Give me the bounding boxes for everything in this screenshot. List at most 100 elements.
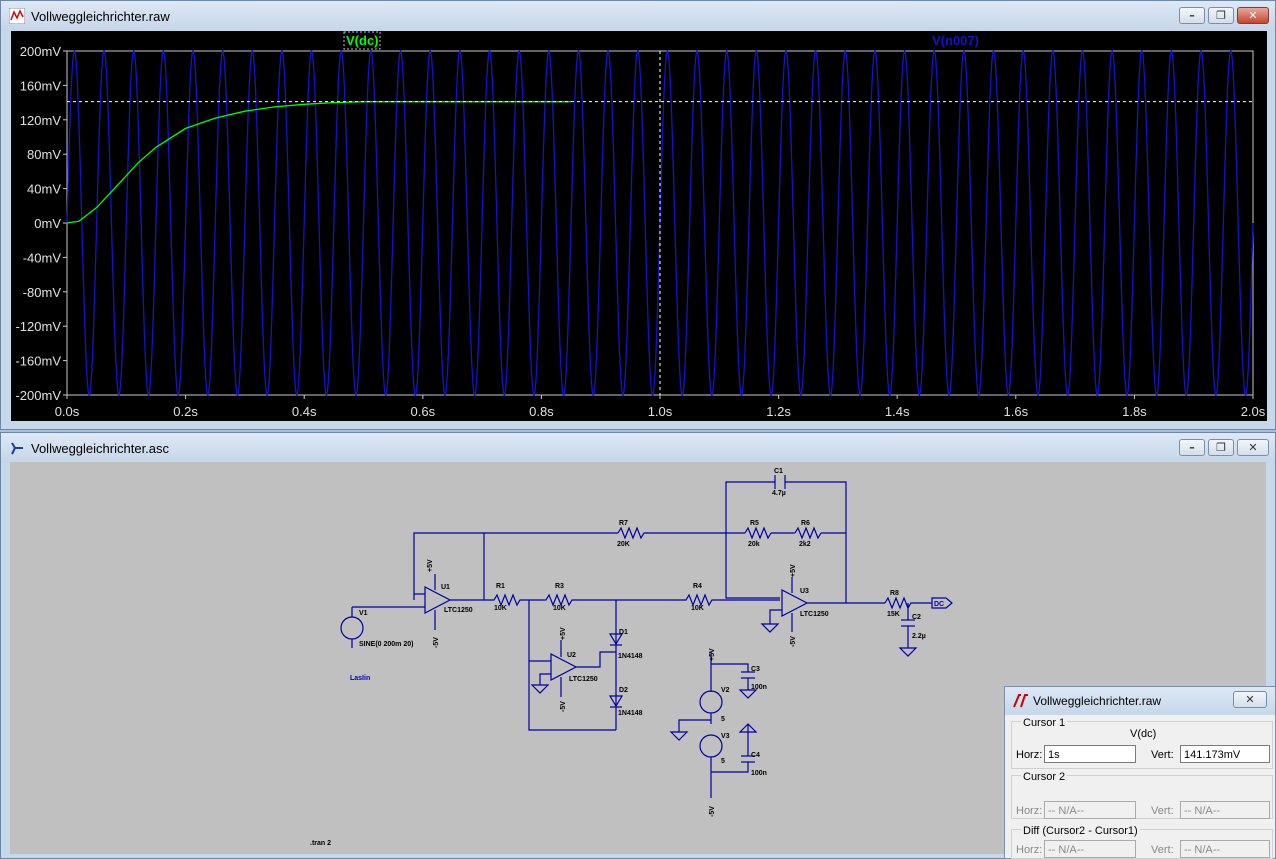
schematic-drawing[interactable]: C1 4.7µ R5 20k R6 2k2 R7 20K R1 10K R3 1… bbox=[10, 462, 1266, 854]
schematic-icon bbox=[11, 442, 23, 455]
label-r8: R8 bbox=[890, 590, 899, 597]
cursor-window-titlebar[interactable]: Vollweggleichrichter.raw ✕ bbox=[1005, 687, 1275, 715]
cursor1-horz-field[interactable]: 1s bbox=[1044, 745, 1136, 763]
trace-label-vdc[interactable]: V(dc) bbox=[346, 33, 379, 48]
cursor2-horz-label: Horz: bbox=[1016, 805, 1043, 817]
value-c4: 100n bbox=[751, 770, 767, 777]
y-tick-label: 40mV bbox=[27, 182, 61, 197]
x-tick-label: 2.0s bbox=[1241, 404, 1266, 419]
spice-directive[interactable]: .tran 2 bbox=[310, 840, 331, 847]
x-tick-label: 0.2s bbox=[173, 404, 198, 419]
close-icon: ✕ bbox=[1245, 693, 1255, 706]
cursor2-vert-field[interactable]: -- N/A-- bbox=[1180, 801, 1270, 819]
cursor-window-close[interactable]: ✕ bbox=[1233, 691, 1267, 708]
y-tick-label: 160mV bbox=[20, 78, 62, 93]
label-c2: C2 bbox=[912, 614, 921, 621]
ltspice-logo-icon bbox=[1013, 694, 1028, 708]
type-d2: 1N4148 bbox=[618, 710, 643, 717]
x-tick-label: 0.0s bbox=[55, 404, 80, 419]
cursor1-label: Cursor 1 bbox=[1021, 717, 1068, 729]
value-r7: 20K bbox=[617, 541, 630, 548]
diff-horz-label: Horz: bbox=[1016, 844, 1043, 856]
diff-horz-field[interactable]: -- N/A-- bbox=[1044, 840, 1136, 858]
minimize-button[interactable]: – bbox=[1179, 7, 1205, 24]
cursor-window-title: Vollweggleichrichter.raw bbox=[1033, 694, 1162, 708]
label-v3: V3 bbox=[721, 733, 730, 740]
plot-window-titlebar[interactable]: Vollweggleichrichter.raw – ❐ ✕ bbox=[1, 1, 1275, 31]
label-c1: C1 bbox=[774, 468, 783, 475]
value-r8: 15K bbox=[887, 611, 900, 618]
value-v3: 5 bbox=[721, 758, 725, 765]
diff-label: Diff (Cursor2 - Cursor1) bbox=[1021, 825, 1140, 837]
value-r3: 10K bbox=[553, 605, 566, 612]
value-v2: 5 bbox=[721, 716, 725, 723]
label-u2: U2 bbox=[567, 652, 576, 659]
label-r5: R5 bbox=[750, 520, 759, 527]
label-r7: R7 bbox=[619, 520, 628, 527]
value-r5: 20k bbox=[748, 541, 760, 548]
label-r1: R1 bbox=[496, 583, 505, 590]
label-d1: D1 bbox=[619, 629, 628, 636]
y-tick-label: -40mV bbox=[23, 250, 62, 265]
maximize-button[interactable]: ❐ bbox=[1208, 7, 1234, 24]
close-button[interactable]: ✕ bbox=[1237, 7, 1269, 24]
label-v2: V2 bbox=[721, 687, 730, 694]
value-r1: 10K bbox=[494, 605, 507, 612]
schematic-window-title: Vollweggleichrichter.asc bbox=[31, 441, 170, 456]
cursor2-label: Cursor 2 bbox=[1021, 771, 1068, 783]
net-label-dc: DC bbox=[934, 601, 944, 608]
lastin-label: LasIin bbox=[350, 675, 370, 682]
label-r6: R6 bbox=[801, 520, 810, 527]
value-v1: SINE(0 200m 20) bbox=[359, 641, 413, 648]
waveform-icon bbox=[9, 8, 25, 24]
supply-u3-pos: +5V bbox=[790, 564, 797, 577]
schematic-minimize-button[interactable]: – bbox=[1179, 439, 1205, 456]
value-r6: 2k2 bbox=[799, 541, 811, 548]
y-tick-label: -200mV bbox=[15, 388, 61, 403]
type-u3: LTC1250 bbox=[800, 611, 829, 618]
supply-v2: +5V bbox=[709, 648, 716, 661]
label-d2: D2 bbox=[619, 687, 628, 694]
close-icon: ✕ bbox=[1248, 441, 1258, 454]
schematic-maximize-button[interactable]: ❐ bbox=[1208, 439, 1234, 456]
label-c3: C3 bbox=[751, 666, 760, 673]
cursor2-vert-label: Vert: bbox=[1151, 805, 1174, 817]
y-tick-label: 80mV bbox=[27, 147, 61, 162]
y-tick-label: 0mV bbox=[34, 216, 61, 231]
supply-u1-pos: +5V bbox=[427, 559, 434, 572]
type-u2: LTC1250 bbox=[569, 676, 598, 683]
y-tick-label: 120mV bbox=[20, 113, 62, 128]
cursor1-vert-field[interactable]: 141.173mV bbox=[1180, 745, 1270, 763]
label-v1: V1 bbox=[359, 610, 368, 617]
value-c3: 100n bbox=[751, 684, 767, 691]
schematic-window-titlebar[interactable]: Vollweggleichrichter.asc – ❐ ✕ bbox=[1, 433, 1275, 463]
cursor1-group bbox=[1011, 721, 1273, 769]
supply-u2-pos: +5V bbox=[560, 627, 567, 640]
cursor2-horz-field[interactable]: -- N/A-- bbox=[1044, 801, 1136, 819]
schematic-close-button[interactable]: ✕ bbox=[1237, 439, 1269, 456]
waveform-chart[interactable]: 200mV160mV120mV80mV40mV0mV-40mV-80mV-120… bbox=[11, 31, 1267, 421]
label-r3: R3 bbox=[555, 583, 564, 590]
y-tick-label: -120mV bbox=[15, 319, 61, 334]
x-tick-label: 1.0s bbox=[648, 404, 673, 419]
label-u3: U3 bbox=[800, 588, 809, 595]
minimize-icon: – bbox=[1189, 9, 1195, 22]
type-d1: 1N4148 bbox=[618, 653, 643, 660]
series-line-vn007 bbox=[66, 50, 1254, 396]
restore-icon: ❐ bbox=[1216, 441, 1226, 454]
restore-icon: ❐ bbox=[1216, 9, 1226, 22]
cursor-window: Vollweggleichrichter.raw ✕ Cursor 1 V(dc… bbox=[1004, 686, 1276, 859]
supply-v3: -5V bbox=[709, 806, 716, 817]
x-tick-label: 0.4s bbox=[292, 404, 317, 419]
trace-label-selection bbox=[343, 31, 381, 50]
x-tick-label: 1.4s bbox=[885, 404, 910, 419]
cursor1-vert-label: Vert: bbox=[1151, 749, 1174, 761]
value-c1: 4.7µ bbox=[772, 490, 786, 497]
diff-vert-field[interactable]: -- N/A-- bbox=[1180, 840, 1270, 858]
trace-label-vn007[interactable]: V(n007) bbox=[932, 33, 979, 48]
label-r4: R4 bbox=[693, 583, 702, 590]
supply-u1-neg: -5V bbox=[433, 637, 440, 648]
type-u1: LTC1250 bbox=[444, 607, 473, 614]
